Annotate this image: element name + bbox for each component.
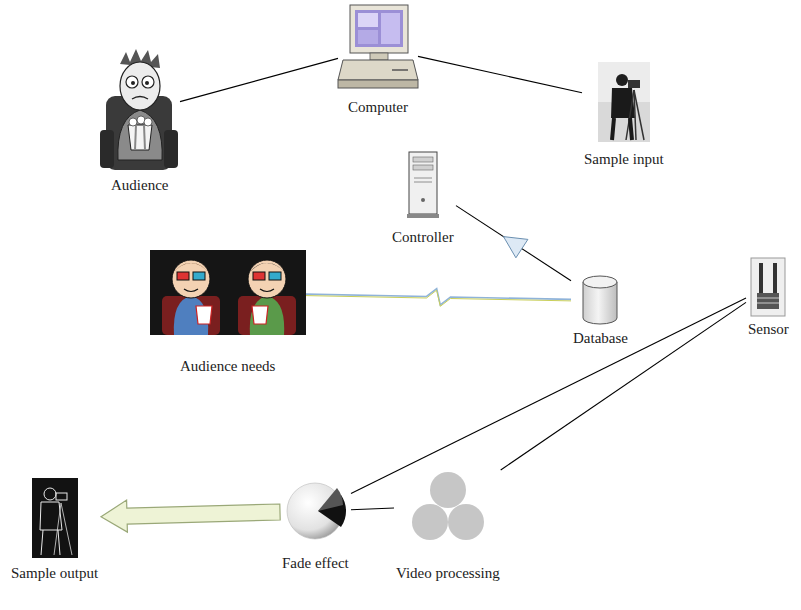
node-label: Fade effect — [282, 554, 349, 572]
node-label: Database — [573, 329, 628, 347]
connector — [418, 56, 582, 92]
node-label: Controller — [392, 228, 454, 246]
node-label: Sample output — [11, 564, 98, 582]
sensor-icon — [751, 258, 785, 316]
node-label: Computer — [348, 98, 408, 116]
video-processing-icon — [412, 472, 484, 540]
computer-icon — [338, 5, 418, 88]
connector — [180, 58, 338, 101]
connector — [351, 508, 394, 510]
icon-node: Controller — [390, 150, 456, 248]
icon-node: Sensor — [746, 258, 791, 340]
fade-effect-sphere — [287, 483, 346, 539]
sample-output-image — [32, 478, 78, 558]
sample-input-photo — [598, 62, 650, 142]
node-label: Sensor — [748, 320, 789, 338]
amplifier-triangle — [504, 237, 528, 258]
database-cylinder — [583, 276, 617, 324]
connector-line — [418, 56, 582, 92]
icon-node: Sample input — [582, 62, 666, 170]
connector — [351, 298, 746, 493]
audience-figure — [100, 49, 178, 170]
icon-node: Fade effect — [280, 482, 351, 574]
node-label: Video processing — [396, 564, 500, 582]
node-label: Sample input — [584, 150, 664, 168]
icon-node: Audience — [100, 55, 180, 196]
icon-node: Database — [571, 276, 630, 349]
node-label: Audience — [111, 176, 168, 194]
icon-node: Computer — [338, 5, 418, 118]
hollow-arrow — [101, 500, 280, 532]
audience-needs-picture — [150, 250, 306, 335]
controller-tower — [407, 152, 439, 218]
connector — [456, 206, 571, 281]
wireless-link-tint — [306, 290, 571, 306]
connector — [501, 302, 746, 470]
connector-line — [501, 302, 746, 470]
connector-line — [180, 58, 338, 101]
connector-line — [456, 206, 571, 281]
icon-node: Video processing — [394, 470, 502, 584]
connector-line — [351, 298, 746, 493]
connector — [101, 500, 280, 532]
connector-line — [351, 508, 394, 510]
icon-node: Sample output — [9, 478, 101, 584]
connector — [306, 289, 571, 307]
icon-node: Audience needs — [150, 250, 306, 377]
node-label: Audience needs — [180, 357, 275, 375]
